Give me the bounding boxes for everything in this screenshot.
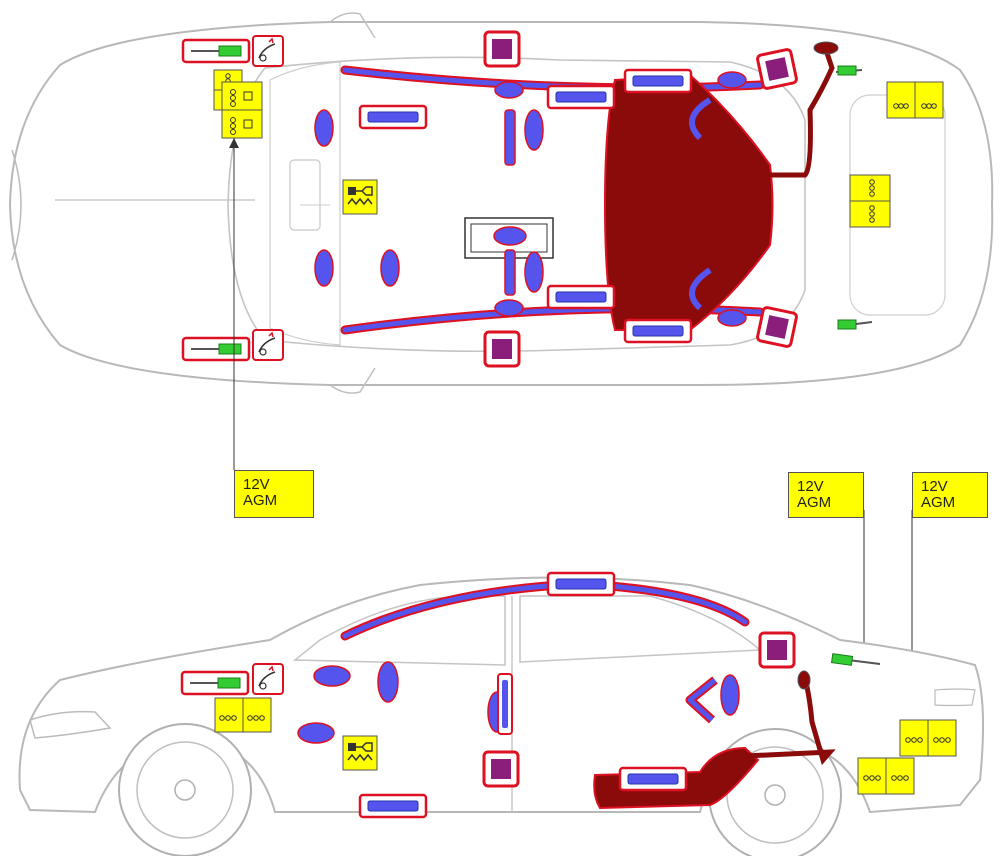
pretensioner-icon-top-4 [755,305,799,349]
battery-label-rear-2: 12V AGM [912,472,988,518]
sensor-icon-side-rear [830,653,854,666]
airbag-side-front-left-top [524,109,544,151]
battery-label-rear-1: 12V AGM [788,472,864,518]
belt-pretensioner-icon-top-2 [252,329,284,361]
battery-icon-side-front [214,697,272,733]
high-voltage-cable-icon-top-2 [181,336,251,362]
pretensioner-icon-side-1 [758,631,796,669]
airbag-passenger-side [377,661,399,703]
battery-label-rear-1-line1: 12V [797,478,824,495]
airbag-knee-side [297,722,335,744]
airbag-side-front-right-top [524,251,544,293]
pretensioner-icon-side-2 [482,750,520,788]
battery-icon-side-rear-2 [899,719,957,757]
sensor-icon-top-rear-1 [837,65,857,76]
battery-label-front: 12V AGM [234,470,314,518]
battery-label-front-line2: AGM [243,492,278,509]
pretensioner-icon-top-2 [483,330,521,368]
pretensioner-icon-top-3 [755,47,799,91]
high-voltage-cable-icon-top-1 [181,38,251,64]
battery-label-rear-1-line2: AGM [797,494,832,511]
fuel-tank-top [603,73,774,331]
gas-strut-icon-side-3 [618,766,688,792]
gas-strut-icon-top-5 [623,318,693,344]
gas-generator-icon-side [342,735,378,771]
battery-icon-side-rear-1 [857,757,915,795]
gas-generator-icon-top [342,179,378,215]
battery-label-rear-2-line1: 12V [921,478,948,495]
gas-strut-icon-top-4 [546,284,616,310]
gas-strut-icon-side-1 [546,571,616,597]
battery-label-rear-2-line2: AGM [921,494,956,511]
sensor-icon-top-rear-2 [837,319,857,330]
belt-pretensioner-icon-top-1 [252,35,284,67]
gas-strut-icon-top-1 [358,104,428,130]
fuel-filler-cap-side [797,670,811,690]
fuel-filler-cap-top [813,41,839,55]
airbag-knee-top [380,249,400,287]
gas-strut-icon-side-2 [358,793,428,819]
airbag-steering-side [313,665,351,687]
front-wheel [118,723,252,856]
car-side-view [18,571,985,856]
belt-pretensioner-icon-side [252,663,284,695]
airbag-center-top [493,226,527,246]
pretensioner-icon-top-1 [483,30,521,68]
car-top-view [8,12,994,394]
gas-strut-icon-top-3 [623,68,693,94]
high-voltage-cable-icon-side [180,670,250,696]
gas-strut-icon-top-2 [546,84,616,110]
airbag-front-right-top [314,249,334,287]
battery-label-front-line1: 12V [243,476,270,493]
airbag-front-left-top [314,109,334,147]
